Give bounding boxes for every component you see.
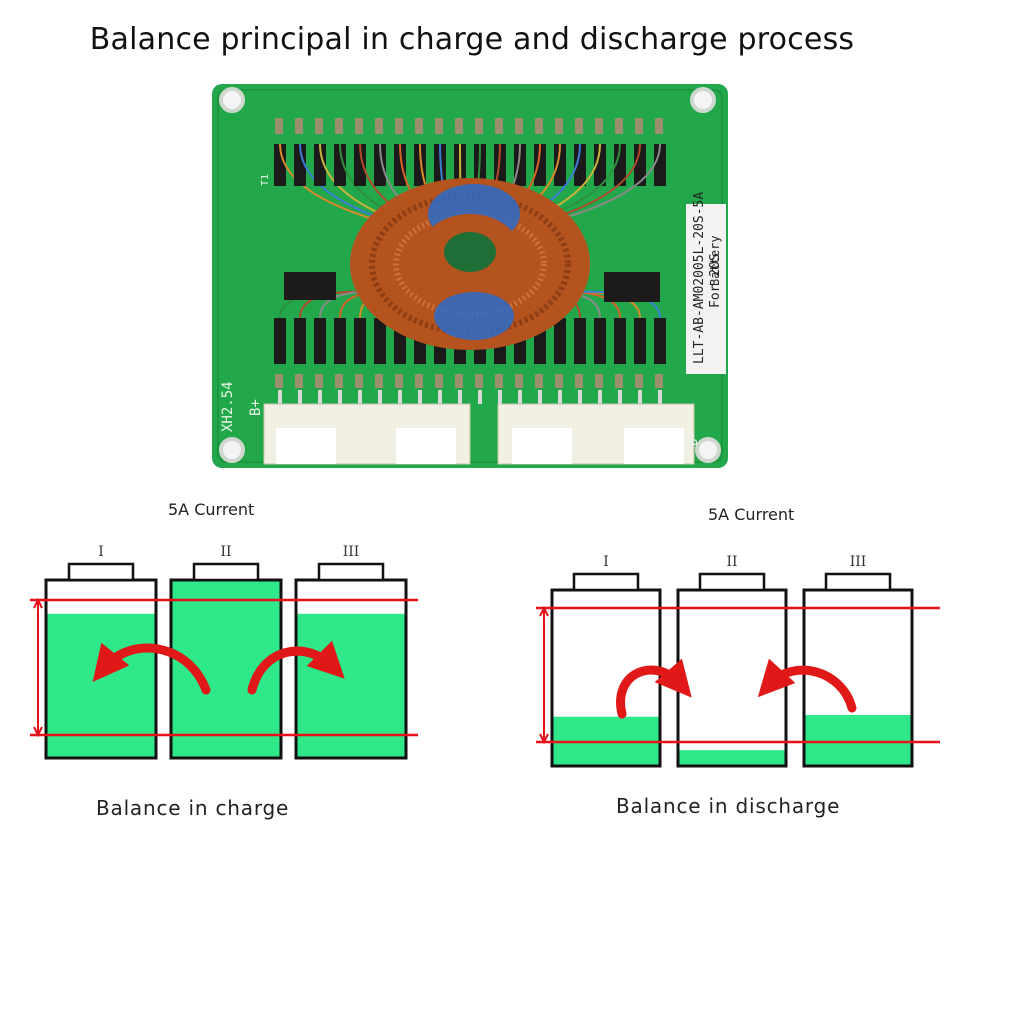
- battery-terminal: [317, 562, 385, 582]
- cell-label: I: [603, 554, 609, 570]
- mosfet: [654, 318, 666, 364]
- battery-terminal: [192, 562, 260, 582]
- mosfet: [314, 318, 326, 364]
- board-battery-text: Battery: [708, 235, 722, 286]
- charge-current-label: 5A Current: [168, 500, 255, 519]
- pcb-drawing: [212, 84, 728, 468]
- mosfet: [354, 318, 366, 364]
- balance-arrow: [616, 658, 692, 719]
- label-sticker: [686, 204, 726, 374]
- mounting-hole: [219, 87, 245, 113]
- ic-chip: [284, 272, 336, 300]
- cell-fill: [678, 750, 786, 766]
- balance-arrow: [247, 640, 345, 695]
- mosfet: [274, 144, 286, 186]
- cell-label: III: [850, 554, 867, 570]
- board-b-plus-text: B+: [248, 399, 264, 416]
- mosfet: [594, 318, 606, 364]
- mosfet: [594, 144, 606, 186]
- board-model-text: LLT-AB-AM02005L-20S-5A: [692, 191, 707, 364]
- discharge-caption: Balance in discharge: [616, 794, 841, 818]
- discharge-current-label: 5A Current: [708, 505, 795, 524]
- mosfet: [374, 318, 386, 364]
- cell-fill: [46, 613, 156, 758]
- page-title: Balance principal in charge and discharg…: [89, 22, 855, 57]
- balancer-board-image: LLT-AB-AM02005L-20S-5A For 20S Battery X…: [212, 84, 728, 468]
- cell-label: II: [220, 544, 231, 560]
- cell-fill: [804, 714, 912, 766]
- cell-label: I: [98, 544, 104, 560]
- mosfet: [574, 144, 586, 186]
- battery-terminal: [698, 572, 766, 592]
- board-t1-text: T1: [260, 173, 271, 186]
- mosfet: [354, 144, 366, 186]
- charge-caption: Balance in charge: [96, 796, 290, 820]
- mosfet: [614, 318, 626, 364]
- mounting-hole: [695, 437, 721, 463]
- balance-arrow: [92, 642, 211, 695]
- mosfet: [374, 144, 386, 186]
- battery-terminal: [67, 562, 135, 582]
- balance-arrow: [757, 658, 857, 713]
- mosfet: [634, 318, 646, 364]
- mosfet: [394, 144, 406, 186]
- mosfet: [574, 318, 586, 364]
- mounting-hole: [690, 87, 716, 113]
- cell-label: II: [726, 554, 737, 570]
- mosfet: [314, 144, 326, 186]
- mounting-hole: [219, 437, 245, 463]
- mosfet: [534, 144, 546, 186]
- board-connector-text: XH2.54: [220, 381, 236, 432]
- battery-terminal: [572, 572, 640, 592]
- mosfet: [334, 144, 346, 186]
- mosfet: [614, 144, 626, 186]
- mosfet: [634, 144, 646, 186]
- mosfet: [294, 144, 306, 186]
- mosfet: [554, 318, 566, 364]
- mosfet: [554, 144, 566, 186]
- battery-terminal: [824, 572, 892, 592]
- mosfet: [294, 318, 306, 364]
- ic-chip: [604, 272, 660, 302]
- board-b-minus-text: B-: [686, 431, 700, 446]
- cell-fill: [296, 613, 406, 758]
- cell-label: III: [343, 544, 360, 560]
- mosfet: [654, 144, 666, 186]
- mosfet: [334, 318, 346, 364]
- mosfet: [274, 318, 286, 364]
